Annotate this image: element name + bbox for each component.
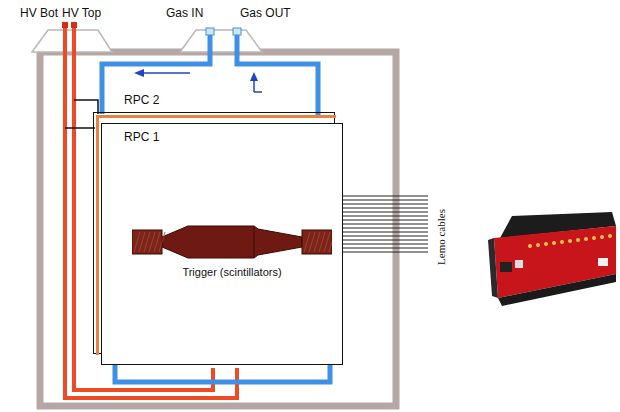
gas-port: [206, 28, 214, 35]
hatch-line: [159, 232, 165, 252]
gas-pipe: [102, 30, 210, 114]
gas-pipe: [237, 30, 318, 116]
housing-box: [40, 52, 396, 406]
hatch-line: [304, 232, 310, 252]
hatch-line: [324, 232, 330, 252]
lemo-cables: [343, 196, 428, 252]
scintillator-part: [132, 230, 162, 254]
scintillator-part: [162, 226, 302, 258]
gas-port: [233, 28, 241, 35]
hatch-line: [154, 232, 160, 252]
connector-label: Gas OUT: [240, 6, 291, 20]
flow-arrowhead: [250, 72, 258, 81]
connector-label: Gas IN: [166, 6, 203, 20]
connector-label: HV Top: [62, 6, 101, 20]
connector-label: HV Bot: [20, 6, 58, 20]
flow-arrowhead: [134, 69, 144, 77]
chamber-label: RPC 2: [124, 93, 159, 107]
gas-pipe: [115, 364, 330, 382]
trigger-label: Trigger (scintillators): [182, 266, 282, 279]
scintillator-symbol: [132, 222, 332, 262]
flow-arrow: [142, 72, 190, 74]
scintillator-part: [302, 230, 332, 254]
gas-connector: [180, 30, 262, 52]
trigger-scintillator: Trigger (scintillators): [132, 222, 332, 302]
hatch-line: [139, 232, 145, 252]
hv-wire: [65, 127, 95, 129]
cable-label: Lemo cables: [434, 209, 448, 265]
hatch-line: [319, 232, 325, 252]
rpc-chamber: RPC 1 Trigger (scintillators): [101, 123, 343, 365]
chamber-label: RPC 1: [124, 130, 159, 144]
hatch-line: [309, 232, 315, 252]
hv-plug: [71, 22, 77, 28]
hatch-line: [144, 232, 150, 252]
hv-plug: [62, 22, 68, 28]
scintillator-part: [254, 226, 255, 258]
readout-module: [488, 212, 616, 306]
flow-arrow: [253, 80, 255, 92]
hatch-line: [134, 232, 140, 252]
hatch-line: [329, 232, 332, 252]
hatch-line: [149, 232, 155, 252]
flow-arrow: [254, 91, 262, 93]
hatch-line: [314, 232, 320, 252]
